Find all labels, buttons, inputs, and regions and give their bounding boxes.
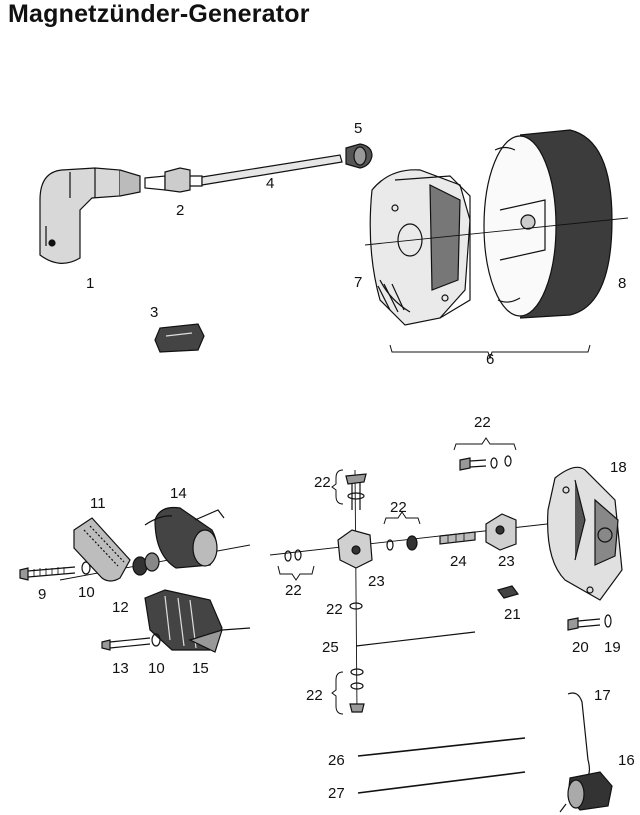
stator-plate-part — [369, 169, 471, 326]
rod-27-part — [357, 771, 526, 794]
label-part-24: 24 — [450, 553, 467, 570]
bushing-part — [144, 167, 203, 193]
label-part-21: 21 — [504, 606, 521, 623]
label-part-25: 25 — [322, 639, 339, 656]
rod-26-part — [357, 737, 526, 757]
brace-22d — [453, 437, 517, 451]
bolt-24-part — [439, 531, 476, 545]
label-part-11: 11 — [90, 495, 106, 512]
terminal-block-23b-part — [485, 513, 517, 551]
bracket-6 — [389, 344, 591, 360]
washer-22-left-part — [284, 550, 292, 562]
screw-9-part — [19, 566, 76, 581]
label-part-22b: 22 — [314, 474, 331, 491]
vertical-axis-line — [354, 469, 358, 713]
grommet-part — [345, 143, 373, 169]
washer-10a-part — [81, 561, 91, 575]
label-part-18: 18 — [610, 459, 627, 476]
ignition-coil-15-part — [144, 589, 251, 653]
washer-22-mid-part — [386, 539, 394, 551]
washer-10b-part — [151, 633, 161, 647]
ignition-cable-part — [201, 154, 343, 186]
label-part-20: 20 — [572, 639, 589, 656]
middle-axis-line — [269, 521, 566, 556]
block-21-part — [496, 585, 520, 599]
screw-22-topright-part — [459, 455, 512, 471]
clip-part — [154, 323, 205, 353]
label-part-23b: 23 — [498, 553, 515, 570]
screw-20-part — [567, 617, 601, 631]
brace-22f — [331, 671, 344, 715]
label-part-26: 26 — [328, 752, 345, 769]
terminal-block-23a-part — [337, 529, 373, 569]
label-part-10a: 10 — [78, 584, 95, 601]
label-part-12: 12 — [112, 599, 129, 616]
label-part-2: 2 — [176, 202, 185, 219]
screw-22-top-part — [345, 473, 367, 510]
screw-22-bottom-part — [349, 668, 365, 713]
brace-22b — [331, 469, 344, 505]
washer-19-part — [604, 614, 612, 628]
label-part-4: 4 — [266, 175, 275, 192]
bracket-plate-11-part — [73, 517, 131, 582]
top-axis-line — [364, 217, 629, 246]
label-part-27: 27 — [328, 785, 345, 802]
label-part-17: 17 — [594, 687, 611, 704]
label-part-8: 8 — [618, 275, 627, 292]
condenser-16-part — [559, 771, 613, 813]
label-part-16: 16 — [618, 752, 635, 769]
brace-22e — [277, 565, 315, 581]
label-part-7: 7 — [354, 274, 363, 291]
label-part-1: 1 — [86, 275, 95, 292]
screw-13-part — [101, 637, 151, 651]
label-part-22c: 22 — [390, 499, 407, 516]
label-part-13: 13 — [112, 660, 129, 677]
spacer-12-part — [132, 552, 160, 576]
label-part-22f: 22 — [306, 687, 323, 704]
label-part-23a: 23 — [368, 573, 385, 590]
label-part-19: 19 — [604, 639, 621, 656]
label-part-15: 15 — [192, 660, 209, 677]
washer-22-left2-part — [294, 549, 302, 561]
washer-22-mid2-part — [406, 535, 418, 551]
wire-17-part — [567, 692, 591, 781]
label-part-10b: 10 — [148, 660, 165, 677]
label-part-9: 9 — [38, 586, 47, 603]
base-plate-18-part — [547, 466, 623, 601]
spark-plug-cap-part — [39, 167, 141, 264]
condenser-14-part — [144, 506, 225, 569]
label-part-3: 3 — [150, 304, 159, 321]
washer-22-vert-part — [349, 602, 363, 610]
label-part-22e: 22 — [285, 582, 302, 599]
flywheel-part — [483, 129, 613, 319]
rod-25-part — [355, 631, 476, 647]
label-part-5: 5 — [354, 120, 363, 137]
brace-22c — [383, 511, 421, 525]
label-part-22a: 22 — [474, 414, 491, 431]
label-part-6: 6 — [486, 351, 495, 368]
label-part-22g: 22 — [326, 601, 343, 618]
label-part-14: 14 — [170, 485, 187, 502]
page-title: Magnetzünder-Generator — [8, 0, 310, 28]
